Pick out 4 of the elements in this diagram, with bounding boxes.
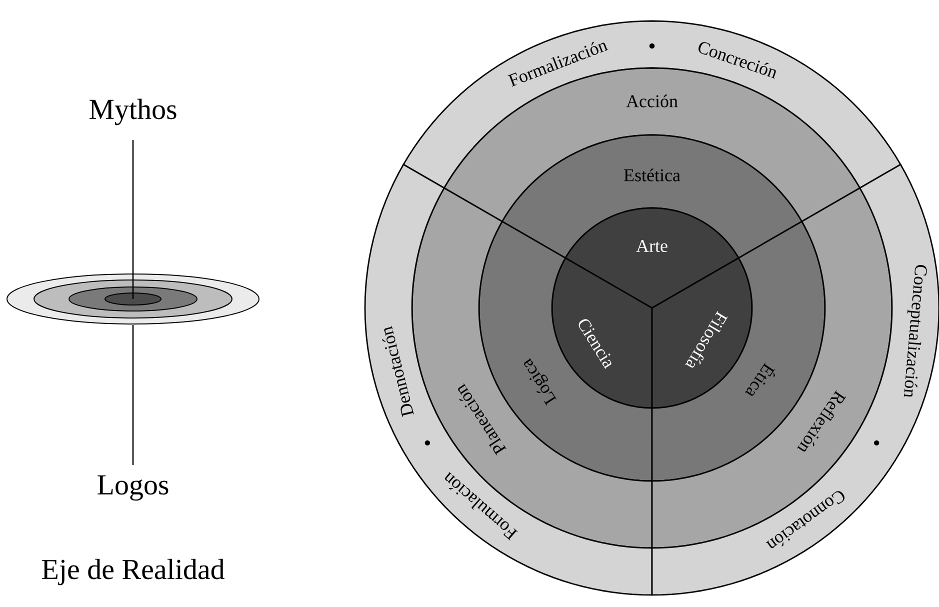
axis-label: Logos	[98, 475, 168, 501]
axis-label: Eje de Realidad	[42, 558, 224, 586]
axis-label: Mythos	[90, 98, 176, 126]
ring-segment: Arte	[564, 207, 740, 309]
